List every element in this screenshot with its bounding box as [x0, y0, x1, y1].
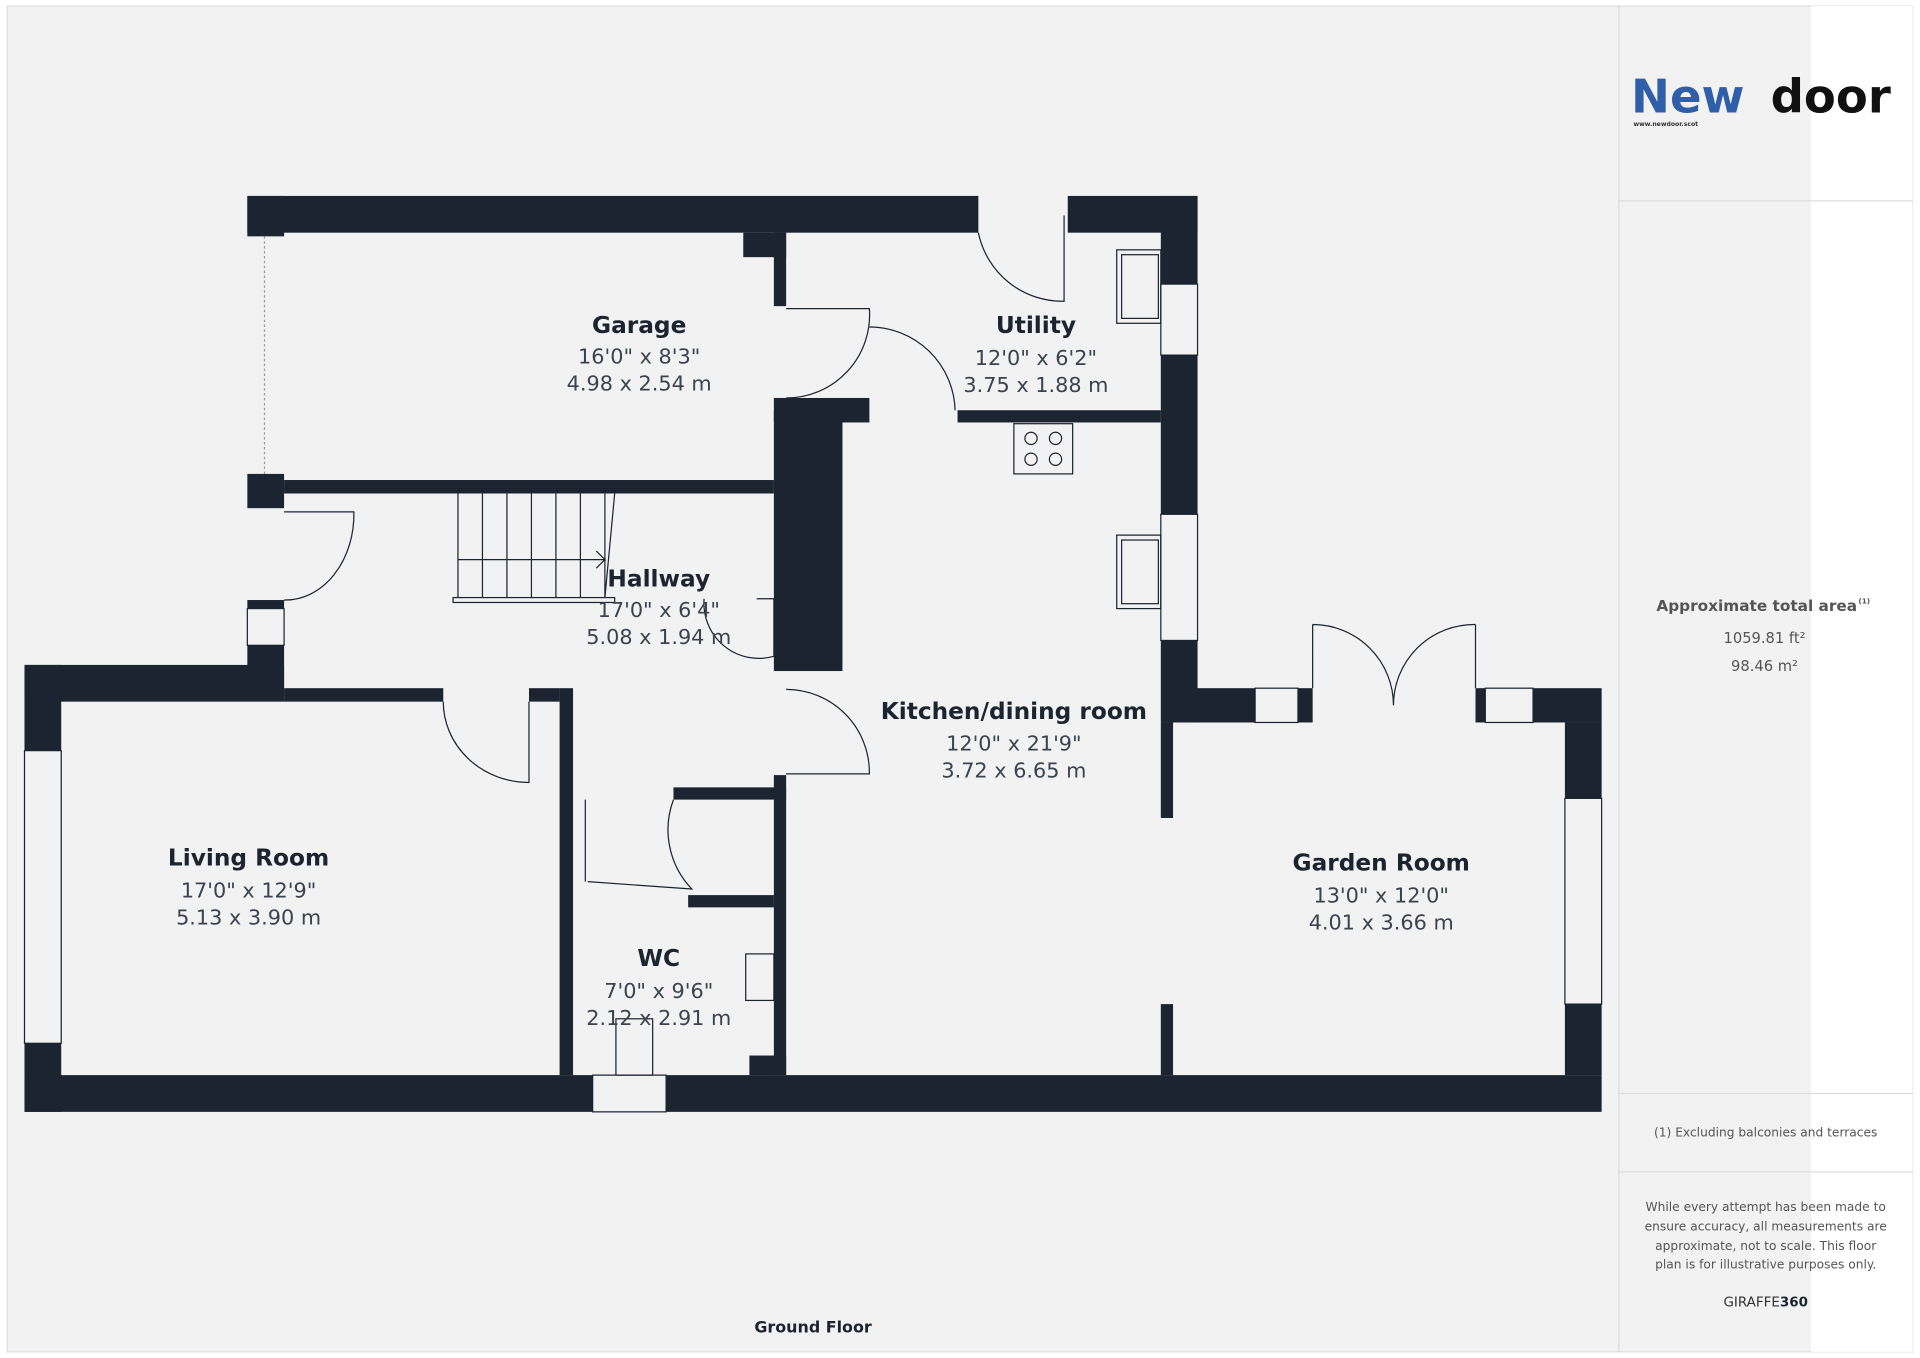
- room-kitchen-dining: Kitchen/dining room 12'0" x 21'9" 3.72 x…: [881, 698, 1147, 783]
- svg-text:www.newdoor.scot: www.newdoor.scot: [1633, 121, 1698, 128]
- room-utility: Utility 12'0" x 6'2" 3.75 x 1.88 m: [963, 312, 1108, 397]
- svg-text:98.46 m²: 98.46 m²: [1731, 658, 1798, 675]
- svg-text:plan is for illustrative purpo: plan is for illustrative purposes only.: [1655, 1258, 1876, 1272]
- room-garden-room: Garden Room 13'0" x 12'0" 4.01 x 3.66 m: [1293, 850, 1470, 935]
- fixtures: [615, 249, 1162, 1076]
- doors: [284, 215, 1477, 890]
- svg-text:Kitchen/dining room: Kitchen/dining room: [881, 698, 1147, 725]
- stairs: [452, 493, 616, 604]
- svg-text:13'0" x 12'0": 13'0" x 12'0": [1313, 883, 1449, 907]
- walls: [23, 195, 1603, 1113]
- svg-text:4.01 x 3.66 m: 4.01 x 3.66 m: [1309, 910, 1454, 934]
- svg-text:4.98 x 2.54 m: 4.98 x 2.54 m: [567, 372, 712, 396]
- footnote: (1) Excluding balconies and terraces: [1654, 1125, 1877, 1139]
- svg-text:door: door: [1771, 70, 1891, 124]
- svg-text:Hallway: Hallway: [607, 566, 710, 593]
- svg-text:5.13 x 3.90 m: 5.13 x 3.90 m: [176, 906, 321, 930]
- newdoor-logo: New door www.newdoor.scot: [1631, 70, 1891, 128]
- area-footnote-mark: (1): [1858, 597, 1870, 606]
- svg-text:1059.81 ft²: 1059.81 ft²: [1724, 630, 1806, 647]
- room-living-room: Living Room 17'0" x 12'9" 5.13 x 3.90 m: [168, 845, 329, 930]
- svg-text:New: New: [1631, 70, 1744, 124]
- svg-text:ensure accuracy, all measureme: ensure accuracy, all measurements are: [1645, 1220, 1887, 1234]
- svg-text:2.12 x 2.91 m: 2.12 x 2.91 m: [586, 1006, 731, 1030]
- area-summary: Approximate total area(1) 1059.81 ft² 98…: [1656, 597, 1870, 675]
- svg-text:Utility: Utility: [996, 312, 1076, 339]
- svg-text:While every attempt has been m: While every attempt has been made to: [1646, 1200, 1886, 1214]
- giraffe360-credit: GIRAFFE360: [1723, 1296, 1807, 1311]
- svg-text:7'0" x 9'6": 7'0" x 9'6": [604, 979, 713, 1003]
- room-wc: WC 7'0" x 9'6" 2.12 x 2.91 m: [586, 945, 731, 1030]
- room-hallway: Hallway 17'0" x 6'4" 5.08 x 1.94 m: [586, 566, 731, 650]
- svg-text:approximate, not to scale. Thi: approximate, not to scale. This floor: [1655, 1239, 1877, 1253]
- room-garage: Garage 16'0" x 8'3" 4.98 x 2.54 m: [567, 312, 712, 396]
- svg-text:12'0" x 21'9": 12'0" x 21'9": [946, 732, 1082, 756]
- svg-text:17'0" x 6'4": 17'0" x 6'4": [598, 598, 720, 622]
- svg-text:5.08 x 1.94 m: 5.08 x 1.94 m: [586, 625, 731, 649]
- disclaimer: While every attempt has been made to ens…: [1645, 1200, 1887, 1272]
- svg-text:Garage: Garage: [592, 312, 686, 339]
- svg-text:3.75 x 1.88 m: 3.75 x 1.88 m: [963, 373, 1108, 397]
- area-title: Approximate total area: [1656, 597, 1857, 615]
- svg-text:Garden Room: Garden Room: [1293, 850, 1470, 877]
- svg-text:12'0" x 6'2": 12'0" x 6'2": [975, 346, 1097, 370]
- floor-label: Ground Floor: [754, 1317, 872, 1336]
- svg-text:Living Room: Living Room: [168, 845, 329, 872]
- svg-text:Approximate total area(1): Approximate total area(1): [1656, 597, 1870, 615]
- svg-text:3.72 x 6.65 m: 3.72 x 6.65 m: [941, 759, 1086, 783]
- svg-text:16'0" x 8'3": 16'0" x 8'3": [578, 345, 700, 369]
- svg-text:17'0" x 12'9": 17'0" x 12'9": [181, 879, 316, 903]
- svg-text:WC: WC: [637, 945, 680, 972]
